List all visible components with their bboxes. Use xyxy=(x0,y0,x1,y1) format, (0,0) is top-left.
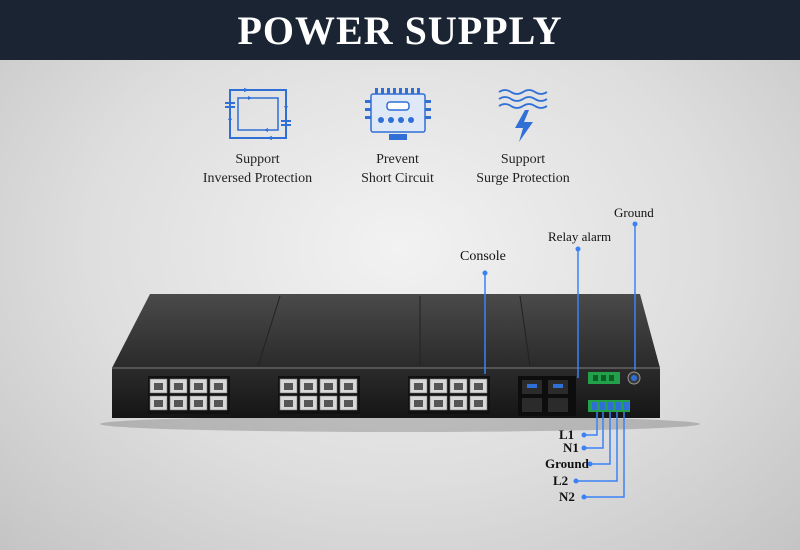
feature-line2: Inversed Protection xyxy=(202,171,313,186)
rj45-port-socket xyxy=(344,383,353,390)
rj45-port-socket xyxy=(414,400,423,407)
callout-lines xyxy=(484,224,636,498)
feature-inversed-protection: Support Inversed Protection xyxy=(190,86,325,188)
rj45-port-socket xyxy=(214,383,223,390)
feature-surge-protection: Support Surge Protection xyxy=(468,86,578,188)
rj45-port-socket xyxy=(324,383,333,390)
rj45-port-socket xyxy=(344,400,353,407)
rj45-port-socket xyxy=(304,400,313,407)
label-n1: N1 xyxy=(563,440,579,455)
chassis-top xyxy=(112,294,660,368)
title-banner: POWER SUPPLY xyxy=(0,0,800,60)
rj45-port-socket xyxy=(454,383,463,390)
rj45-port-socket xyxy=(454,400,463,407)
label-ground-bottom: Ground xyxy=(545,456,589,471)
inverse-protection-icon xyxy=(224,88,291,140)
label-l1: L1 xyxy=(559,427,575,442)
rj45-port-socket xyxy=(284,400,293,407)
rj45-port-socket xyxy=(154,383,163,390)
rj45-port-set xyxy=(149,378,488,411)
feature-short-circuit: Prevent Short Circuit xyxy=(345,86,450,188)
label-console: Console xyxy=(460,249,506,264)
rj45-port-socket xyxy=(194,400,203,407)
feature-line1: Support xyxy=(500,152,546,167)
surge-lightning-icon xyxy=(498,89,548,142)
feature-line2: Surge Protection xyxy=(476,171,570,186)
feature-line1: Support xyxy=(235,152,280,167)
label-n2: N2 xyxy=(559,489,575,504)
label-l2: L2 xyxy=(553,473,569,488)
rj45-port-socket xyxy=(434,400,443,407)
circuit-board-icon xyxy=(364,88,431,140)
rj45-port-socket xyxy=(434,383,443,390)
rj45-port-socket xyxy=(324,400,333,407)
rj45-port-socket xyxy=(474,400,483,407)
rj45-port-socket xyxy=(214,400,223,407)
label-relay-alarm: Relay alarm xyxy=(548,229,612,244)
callout-dots xyxy=(482,221,638,500)
rj45-port-socket xyxy=(194,383,203,390)
rj45-port-socket xyxy=(284,383,293,390)
rj45-port-socket xyxy=(304,383,313,390)
page-title: POWER SUPPLY xyxy=(237,8,563,53)
rj45-port-socket xyxy=(414,383,423,390)
sfp-ports xyxy=(518,376,576,416)
feature-line1: Prevent xyxy=(376,152,419,167)
rj45-port-socket xyxy=(174,400,183,407)
rj45-port-socket xyxy=(174,383,183,390)
rj45-port-socket xyxy=(474,383,483,390)
label-ground-top: Ground xyxy=(614,205,654,220)
feature-line2: Short Circuit xyxy=(361,171,434,186)
rj45-port-socket xyxy=(154,400,163,407)
